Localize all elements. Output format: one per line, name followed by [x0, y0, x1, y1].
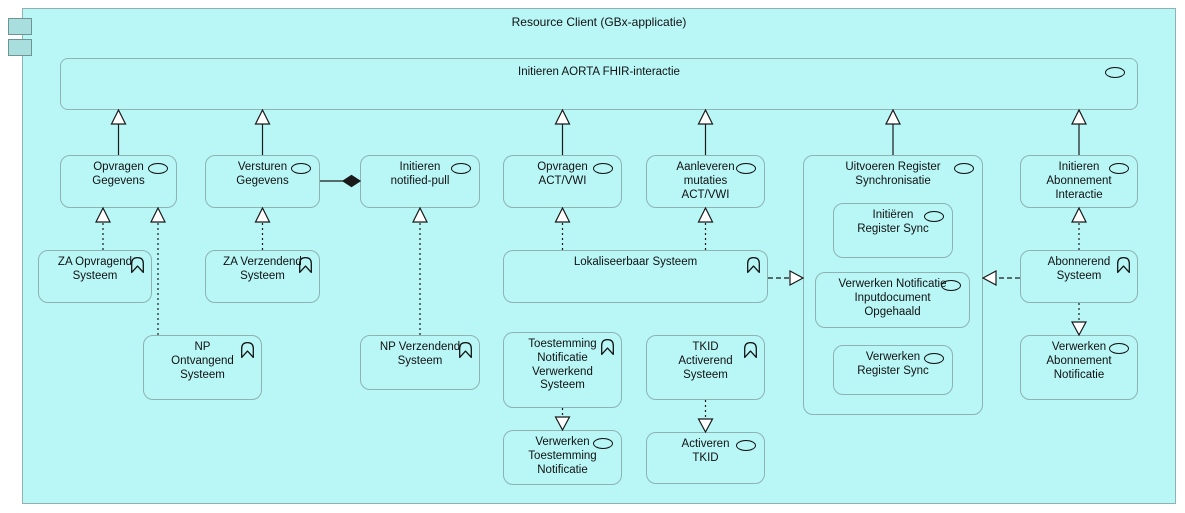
- node-verwerken-register-sync[interactable]: Verwerken Register Sync: [833, 345, 953, 395]
- container-title: Resource Client (GBx-applicatie): [511, 15, 687, 29]
- node-label: Initieren Abonnement Interactie: [1046, 161, 1112, 201]
- node-label: Initieren AORTA FHIR-interactie: [518, 66, 680, 78]
- node-za-verzendend-systeem[interactable]: ZA Verzendend Systeem: [205, 250, 320, 303]
- node-label: Initieren notified-pull: [390, 161, 450, 187]
- application-service-icon: [148, 163, 168, 174]
- node-label: Lokaliseerbaar Systeem: [573, 256, 698, 268]
- node-verwerken-notificatie-inputdocument[interactable]: Verwerken Notificatie Inputdocument Opge…: [815, 272, 970, 328]
- node-label: Verwerken Notificatie Inputdocument Opge…: [838, 278, 947, 318]
- application-event-icon: [742, 340, 759, 359]
- node-initieren-aorta-fhir-interactie[interactable]: Initieren AORTA FHIR-interactie: [60, 58, 1138, 110]
- node-label: NP Ontvangend Systeem: [171, 341, 234, 381]
- node-label: Aanleveren mutaties ACT/VWI: [676, 161, 735, 201]
- node-label: ZA Opvragend Systeem: [57, 256, 133, 282]
- node-label: NP Verzendend Systeem: [379, 341, 461, 367]
- application-event-icon: [599, 337, 616, 356]
- node-aanleveren-mutaties-act-vwi[interactable]: Aanleveren mutaties ACT/VWI: [646, 155, 765, 208]
- application-service-icon: [1105, 67, 1125, 78]
- node-label: Initiëren Register Sync: [857, 209, 929, 235]
- node-label: Opvragen ACT/VWI: [537, 161, 588, 187]
- application-service-icon: [736, 163, 756, 174]
- application-service-icon: [593, 438, 613, 449]
- application-service-icon: [451, 163, 471, 174]
- application-service-icon: [941, 280, 961, 291]
- application-service-icon: [593, 163, 613, 174]
- node-label: Verwerken Toestemming Notificatie: [528, 436, 597, 476]
- application-service-icon: [736, 440, 756, 451]
- node-label: TKID Activerend Systeem: [678, 341, 733, 381]
- application-event-icon: [129, 255, 146, 274]
- application-service-icon: [1109, 343, 1129, 354]
- node-versturen-gegevens[interactable]: Versturen Gegevens: [205, 155, 320, 208]
- node-label: Activeren TKID: [681, 438, 730, 464]
- application-service-icon: [954, 163, 974, 174]
- node-tkid-activerend-systeem[interactable]: TKID Activerend Systeem: [646, 335, 765, 400]
- application-event-icon: [457, 340, 474, 359]
- node-np-verzendend-systeem[interactable]: NP Verzendend Systeem: [360, 335, 480, 390]
- node-label: Verwerken Register Sync: [857, 351, 929, 377]
- node-label: Verwerken Abonnement Notificatie: [1046, 341, 1112, 381]
- application-event-icon: [1115, 255, 1132, 274]
- application-service-icon: [291, 163, 311, 174]
- node-label: Abonnerend Systeem: [1047, 256, 1111, 282]
- node-opvragen-act-vwi[interactable]: Opvragen ACT/VWI: [503, 155, 622, 208]
- node-verwerken-toestemming-notificatie[interactable]: Verwerken Toestemming Notificatie: [503, 430, 622, 485]
- application-service-icon: [1109, 163, 1129, 174]
- node-za-opvragend-systeem[interactable]: ZA Opvragend Systeem: [38, 250, 152, 303]
- component-icon: [8, 18, 32, 35]
- node-np-ontvangend-systeem[interactable]: NP Ontvangend Systeem: [143, 335, 262, 400]
- node-activeren-tkid[interactable]: Activeren TKID: [646, 432, 765, 484]
- application-event-icon: [239, 340, 256, 359]
- node-initieren-notified-pull[interactable]: Initieren notified-pull: [360, 155, 480, 208]
- node-opvragen-gegevens[interactable]: Opvragen Gegevens: [60, 155, 177, 208]
- application-service-icon: [924, 211, 944, 222]
- node-label: Toestemming Notificatie Verwerkend Syste…: [528, 338, 597, 392]
- application-event-icon: [297, 255, 314, 274]
- node-initieren-abonnement-interactie[interactable]: Initieren Abonnement Interactie: [1020, 155, 1138, 208]
- node-toestemming-notificatie-verwerkend[interactable]: Toestemming Notificatie Verwerkend Syste…: [503, 332, 622, 408]
- node-lokaliseerbaar-systeem[interactable]: Lokaliseerbaar Systeem: [503, 250, 768, 303]
- node-label: Uitvoeren Register Synchronisatie: [845, 161, 941, 187]
- application-event-icon: [745, 255, 762, 274]
- node-verwerken-abonnement-notificatie[interactable]: Verwerken Abonnement Notificatie: [1020, 335, 1138, 400]
- node-label: ZA Verzendend Systeem: [223, 256, 302, 282]
- application-service-icon: [924, 353, 944, 364]
- node-initieren-register-sync[interactable]: Initiëren Register Sync: [833, 203, 953, 258]
- node-label: Versturen Gegevens: [236, 161, 289, 187]
- component-icon: [8, 39, 32, 56]
- node-abonnerend-systeem[interactable]: Abonnerend Systeem: [1020, 250, 1138, 303]
- node-label: Opvragen Gegevens: [92, 161, 145, 187]
